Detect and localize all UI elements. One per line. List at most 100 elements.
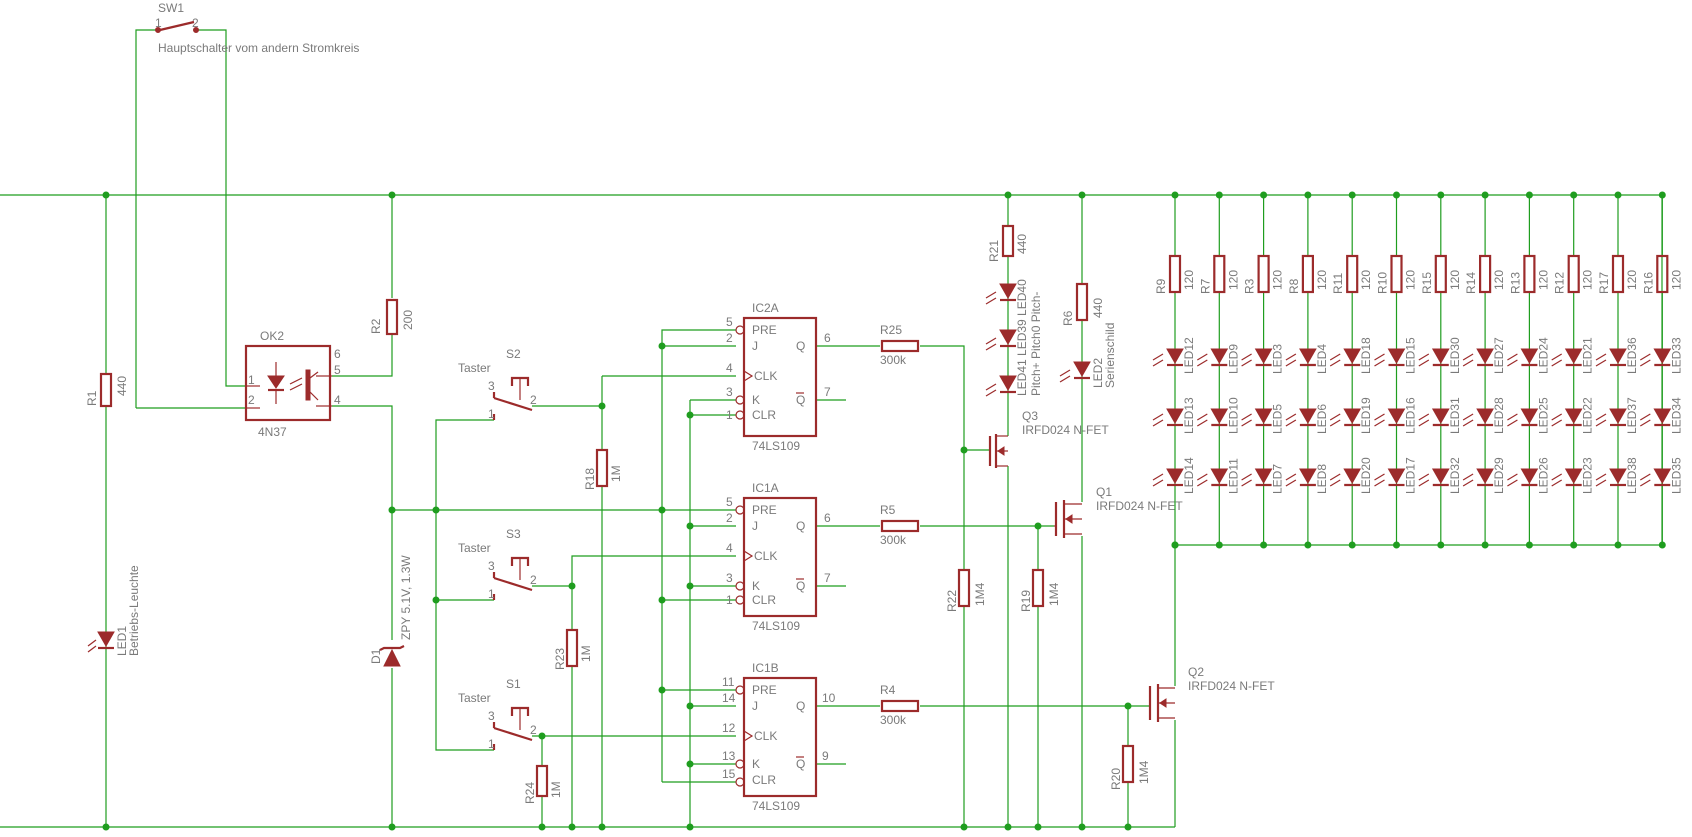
junction-dot bbox=[1260, 541, 1268, 549]
led-name: LED35 bbox=[1669, 457, 1683, 494]
resistor-value: 120 bbox=[1536, 270, 1550, 290]
resistor-name: R11 bbox=[1331, 273, 1345, 294]
junction-dot bbox=[1614, 191, 1622, 199]
led-light-arrow bbox=[1507, 419, 1518, 427]
junction-dot bbox=[1570, 191, 1578, 199]
led-light-arrow bbox=[1551, 353, 1563, 361]
led-led30 bbox=[1431, 348, 1450, 365]
led-name: LED20 bbox=[1359, 457, 1373, 494]
led-light-arrow bbox=[1285, 413, 1297, 421]
led-light-arrow bbox=[1196, 479, 1208, 487]
ic1a-k: K bbox=[752, 579, 760, 593]
s2-name: S2 bbox=[506, 347, 521, 361]
resistor-r3 bbox=[1257, 254, 1270, 294]
resistor-r8 bbox=[1301, 254, 1315, 294]
flipflop-ic2a: PRE J CLK K CLR Q Q IC2A 74LS109 5 2 4 3… bbox=[726, 301, 831, 453]
led-led10 bbox=[1210, 408, 1229, 425]
led-stack-desc: Pitch+ Pitch0 Pitch- bbox=[1029, 292, 1043, 396]
led-light-arrow bbox=[1196, 413, 1208, 421]
led-led38 bbox=[1609, 468, 1627, 485]
led-light-arrow bbox=[1551, 419, 1563, 427]
led-led3 bbox=[1254, 348, 1273, 365]
led-led24 bbox=[1520, 348, 1539, 365]
q2-part: IRFD024 N-FET bbox=[1188, 679, 1275, 693]
r6-value: 440 bbox=[1091, 298, 1105, 318]
r2-resistor: R2 200 bbox=[369, 298, 415, 336]
ic1a-pin-clk: 4 bbox=[726, 541, 733, 555]
s3-name: S3 bbox=[506, 527, 521, 541]
led-name: LED34 bbox=[1669, 397, 1683, 434]
r23-value: 1M bbox=[579, 645, 593, 662]
r21-value: 440 bbox=[1015, 234, 1029, 254]
s1-name: S1 bbox=[506, 677, 521, 691]
led-light-arrow bbox=[1329, 353, 1341, 361]
led-led26 bbox=[1520, 468, 1539, 485]
resistor-r13 bbox=[1523, 254, 1536, 294]
r19-name: R19 bbox=[1019, 590, 1033, 612]
r2-name: R2 bbox=[369, 318, 383, 334]
led-light-arrow bbox=[1595, 413, 1607, 421]
led-light-arrow bbox=[1374, 473, 1385, 481]
led-light-arrow bbox=[1551, 473, 1563, 481]
led-led12 bbox=[1166, 348, 1184, 365]
ic1b-pin-clk: 12 bbox=[722, 721, 736, 735]
resistor-value: 120 bbox=[1492, 270, 1506, 290]
led-name: LED15 bbox=[1404, 337, 1418, 374]
led-light-arrow bbox=[1595, 359, 1607, 367]
r24-name: R24 bbox=[523, 782, 537, 804]
ic2a-name: IC2A bbox=[752, 301, 779, 315]
led-name: LED24 bbox=[1536, 337, 1550, 374]
ic2a-pin-q: 6 bbox=[824, 331, 831, 345]
led-name: LED27 bbox=[1492, 337, 1506, 374]
led-name: LED38 bbox=[1625, 457, 1639, 494]
led-light-arrow bbox=[1462, 413, 1474, 421]
led-light-arrow bbox=[1418, 419, 1430, 427]
led-light-arrow bbox=[1462, 419, 1474, 427]
led-name: LED8 bbox=[1315, 464, 1329, 494]
s2-label: Taster bbox=[458, 361, 491, 375]
led-led16 bbox=[1387, 408, 1406, 425]
led-light-arrow bbox=[1241, 479, 1252, 487]
r24-value: 1M bbox=[549, 781, 563, 798]
junction-dot bbox=[1304, 191, 1312, 199]
junction-dot bbox=[1171, 541, 1179, 549]
ic2a-k: K bbox=[752, 393, 760, 407]
r25-name: R25 bbox=[880, 323, 902, 337]
r18-value: 1M bbox=[609, 465, 623, 482]
led-led5 bbox=[1254, 408, 1273, 425]
led-led23 bbox=[1564, 468, 1583, 485]
r19-value: 1M4 bbox=[1047, 582, 1061, 606]
led-led34 bbox=[1653, 408, 1672, 425]
led-led6 bbox=[1299, 408, 1317, 425]
ok2-name: OK2 bbox=[260, 329, 284, 343]
q3-name: Q3 bbox=[1022, 409, 1038, 423]
led2-name: LED2 bbox=[1091, 358, 1105, 388]
ok2-part: 4N37 bbox=[258, 425, 287, 439]
led-light-arrow bbox=[1329, 359, 1341, 367]
led-led11 bbox=[1210, 468, 1229, 485]
led-light-arrow bbox=[1595, 419, 1607, 427]
ok2-pin6: 6 bbox=[334, 347, 341, 361]
led1-desc: Betriebs-Leuchte bbox=[127, 565, 141, 656]
r23-name: R23 bbox=[553, 648, 567, 670]
ok2-pin1: 1 bbox=[248, 373, 255, 387]
led-light-arrow bbox=[1196, 353, 1208, 361]
ic1a-pin-clr: 1 bbox=[726, 593, 733, 607]
ic1b-pre: PRE bbox=[752, 683, 777, 697]
flipflop-ic1b: PRE J CLK K CLR Q Q IC1B 74LS109 11 14 1… bbox=[722, 661, 836, 813]
led-light-arrow bbox=[1639, 413, 1651, 421]
junction-dot bbox=[1348, 191, 1356, 199]
led-name: LED9 bbox=[1226, 344, 1240, 374]
led-led18 bbox=[1343, 348, 1362, 365]
led-name: LED16 bbox=[1404, 397, 1418, 434]
resistor-name: R13 bbox=[1508, 272, 1522, 294]
led-light-arrow bbox=[1507, 353, 1518, 361]
junction-dot bbox=[1614, 541, 1622, 549]
led-light-arrow bbox=[1152, 473, 1164, 481]
led-light-arrow bbox=[1639, 473, 1651, 481]
led-name: LED22 bbox=[1581, 397, 1595, 434]
ic1b-j: J bbox=[752, 699, 758, 713]
ic1b-clk: CLK bbox=[754, 729, 777, 743]
